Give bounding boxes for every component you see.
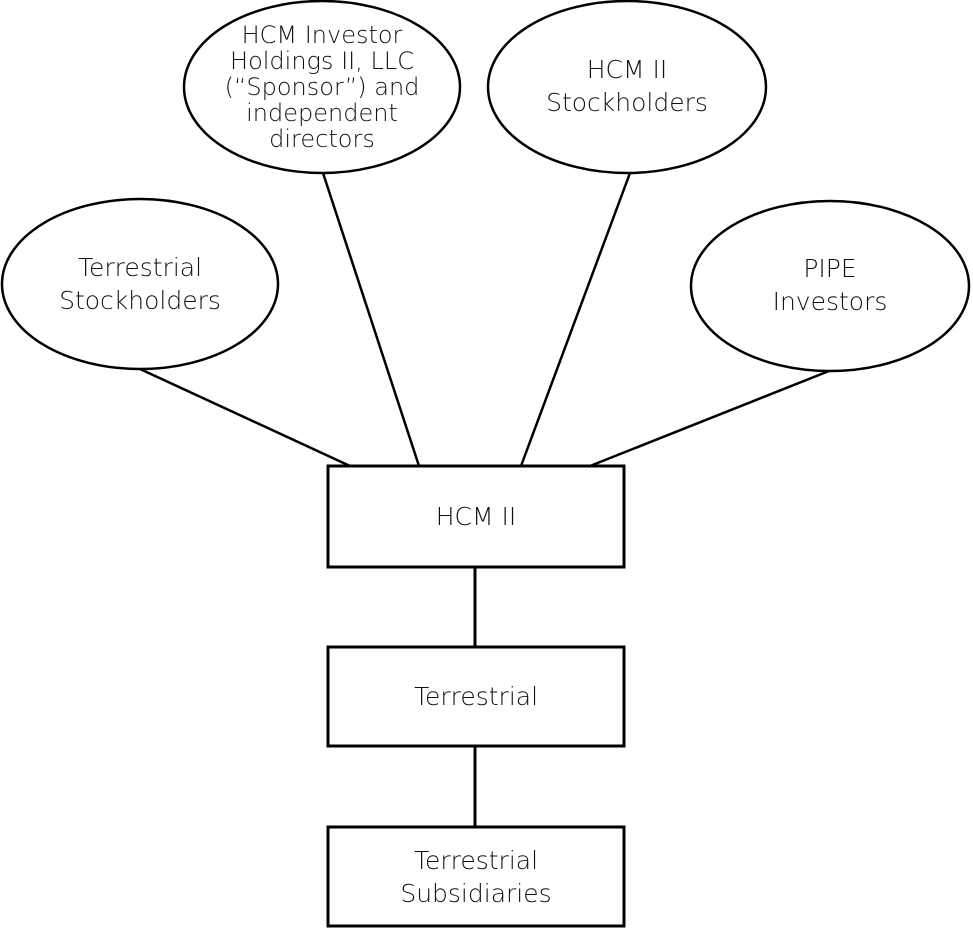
edge-terrestrial-stockholders-to-hcm2 xyxy=(139,367,351,468)
node-hcm2-shape xyxy=(326,464,626,569)
node-pipe-investors-label: PIPE Investors xyxy=(772,254,888,316)
node-terrestrial-stockholders-label: Terrestrial Stockholders xyxy=(59,253,221,315)
node-terrestrial-subsidiaries-label: Terrestrial Subsidiaries xyxy=(400,845,552,908)
node-hcm2-stockholders: HCM II Stockholders xyxy=(488,34,766,138)
node-hcm2: HCM II xyxy=(328,466,624,567)
edge-hcm2-stockholders-to-hcm2 xyxy=(519,172,632,467)
node-terrestrial-subsidiaries-shape xyxy=(326,825,626,928)
node-pipe-investors: PIPE Investors xyxy=(691,233,969,337)
node-hcm2-label: HCM II xyxy=(435,502,517,531)
node-pipe-investors-shape xyxy=(689,199,971,373)
edge-sponsor-to-hcm2 xyxy=(321,172,421,467)
edge-pipe-investors-to-hcm2 xyxy=(589,369,830,468)
node-hcm2-stockholders-label: HCM II Stockholders xyxy=(546,55,708,117)
node-hcm2-stockholders-shape xyxy=(486,0,768,175)
node-terrestrial-shape xyxy=(326,645,626,748)
node-terrestrial-label: Terrestrial xyxy=(413,682,539,711)
node-terrestrial-stockholders: Terrestrial Stockholders xyxy=(2,232,278,336)
node-terrestrial: Terrestrial xyxy=(328,647,624,746)
node-sponsor: HCM Investor Holdings II, LLC (“Sponsor”… xyxy=(184,4,460,170)
node-sponsor-label: HCM Investor Holdings II, LLC (“Sponsor”… xyxy=(224,21,420,153)
node-terrestrial-stockholders-shape xyxy=(0,197,280,371)
node-terrestrial-subsidiaries: Terrestrial Subsidiaries xyxy=(328,827,624,926)
node-sponsor-shape xyxy=(182,0,462,175)
